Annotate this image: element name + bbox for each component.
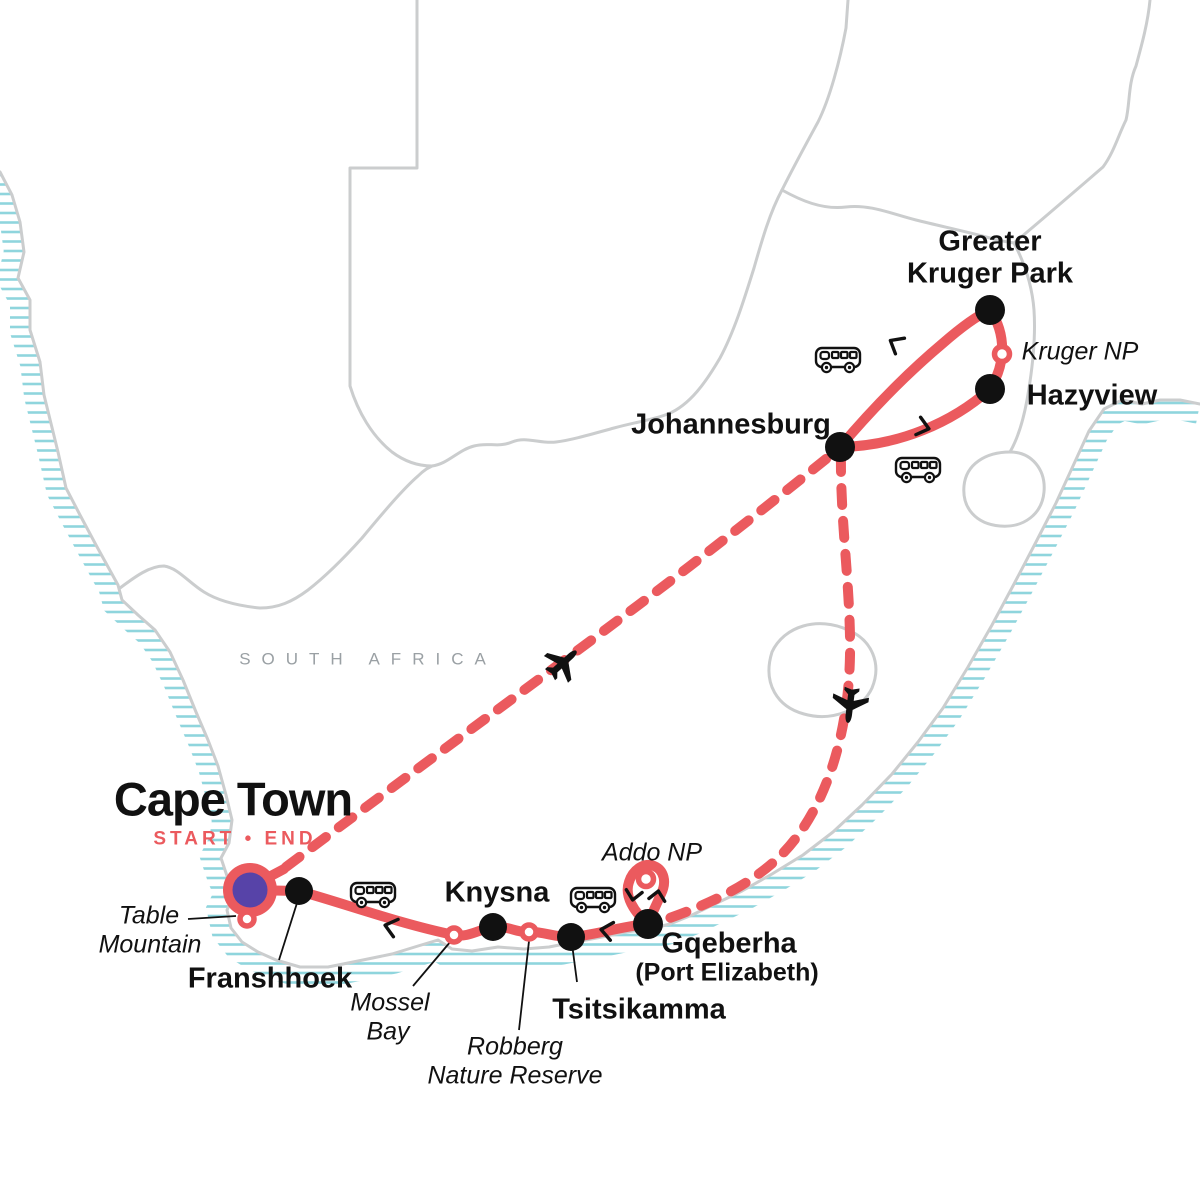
marker-mossel-bay [444,925,464,945]
marker-tsitsikamma [557,923,585,951]
marker-johannesburg [825,432,855,462]
marker-knysna [479,913,507,941]
arrow-kruger-to-johannesburg [888,336,907,356]
orange-river-border [118,464,434,610]
marker-table-mountain [237,909,257,929]
flight-johannesburg-gqeberha [659,450,856,925]
label-port-elizabeth: (Port Elizabeth) [635,958,819,987]
marker-kruger-np [991,343,1013,365]
label-gqeberha: Gqeberha [661,927,797,960]
label-greater-kruger-line1: Greater [938,225,1042,258]
flight-capetown-johannesburg [281,446,841,872]
marker-cape-town-start [223,863,277,917]
arrow-coast-west-2 [599,920,616,942]
marker-robberg [519,922,539,942]
label-table-mountain-line1: Table [118,901,180,930]
marker-franshhoek [285,877,313,905]
label-mossel-bay-line2: Bay [366,1017,410,1046]
flight-routes [281,446,856,925]
country-borders [118,0,1152,718]
leader-mossel-bay [412,940,452,987]
marker-hazyview [975,374,1005,404]
label-greater-kruger-line2: Kruger Park [906,257,1074,290]
label-franshhoek: Franshhoek [187,962,353,995]
label-table-mountain-line2: Mountain [98,930,202,959]
label-robberg-line2: Nature Reserve [427,1061,603,1090]
label-hazyview: Hazyview [1026,379,1158,412]
route-johannesburg-kruger [835,305,995,452]
coastline [0,170,1200,969]
namibia-botswana-border [348,0,850,468]
label-kruger-np: Kruger NP [1021,337,1139,366]
landmass [0,0,1200,967]
direction-arrows [383,336,931,942]
lesotho-border [767,622,878,718]
mozambique-border [1008,241,1037,454]
arrow-coast-west-1 [383,917,400,939]
label-start-end: START • END [153,828,317,850]
label-robberg-line1: Robberg [467,1032,563,1061]
label-knysna: Knysna [444,876,550,909]
marker-gqeberha [633,909,663,939]
label-mossel-bay-line1: Mossel [350,988,430,1017]
stop-markers [223,295,1013,951]
leader-robberg [518,940,530,1031]
label-cape-town: Cape Town [113,772,353,826]
marker-addo-np [635,868,657,890]
marker-greater-kruger [975,295,1005,325]
label-addo-np: Addo NP [601,838,703,867]
leader-franshhoek [278,902,298,961]
label-tsitsikamma: Tsitsikamma [552,993,726,1026]
eswatini-border [962,450,1046,528]
arrow-addo-down [624,888,644,902]
arrow-addo-up [647,889,667,903]
leader-table-mountain [187,915,237,920]
label-johannesburg: Johannesburg [631,408,831,441]
arrow-johannesburg-to-hazyview [914,415,931,437]
country-label: SOUTH AFRICA [239,649,497,669]
